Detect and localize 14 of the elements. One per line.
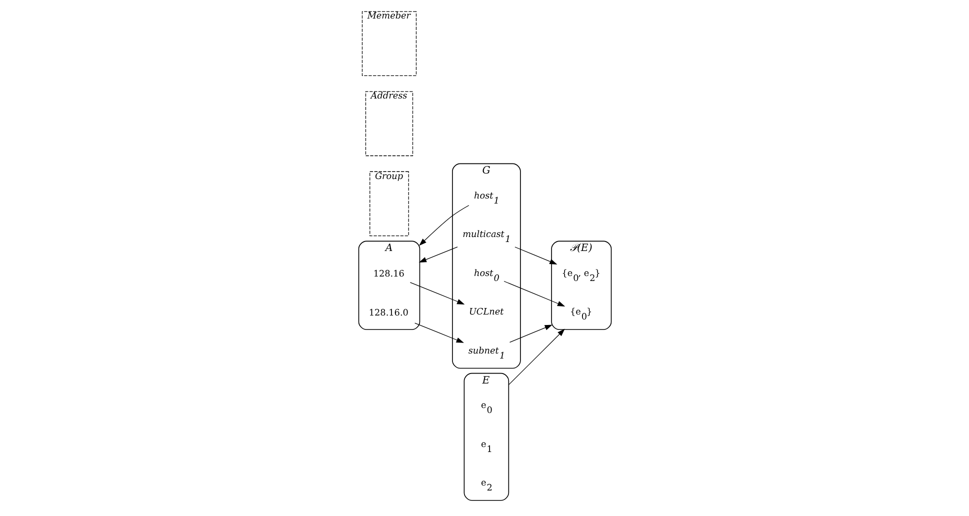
arrow — [414, 322, 464, 342]
node-text: UCLnet — [468, 307, 504, 318]
node-box: Memeber — [361, 10, 416, 76]
node-text: 128.16 — [372, 269, 404, 280]
arrow — [514, 246, 557, 264]
node-box: Group — [369, 170, 408, 236]
arrow — [508, 324, 552, 342]
arrow — [409, 282, 464, 304]
node-text: 128.16.0 — [368, 308, 408, 318]
arrow — [418, 246, 458, 262]
arrow — [418, 204, 469, 246]
node-box: Address — [364, 90, 413, 156]
arrow — [508, 328, 564, 385]
arrow — [503, 280, 565, 306]
